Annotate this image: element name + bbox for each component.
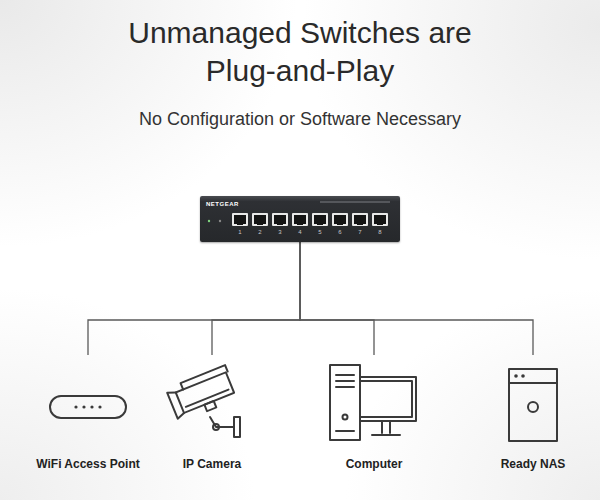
port-number: 5	[312, 229, 328, 236]
page-title: Unmanaged Switches are Plug-and-Play	[100, 14, 500, 90]
device-node: IP Camera	[138, 355, 286, 476]
computer-icon	[304, 355, 444, 447]
device-label: Ready NAS	[459, 457, 600, 472]
network-cable	[212, 242, 300, 355]
port-number: 3	[272, 229, 288, 236]
network-cable	[300, 242, 374, 355]
ap-icon	[18, 355, 158, 447]
network-switch: NETGEAR	[200, 196, 400, 242]
port-number: 6	[332, 229, 348, 236]
device-node: WiFi Access Point	[14, 355, 162, 476]
camera-icon	[142, 355, 282, 447]
device-label: Computer	[300, 457, 448, 472]
port-number: 8	[372, 229, 388, 236]
port-number: 7	[352, 229, 368, 236]
brand-name: NETGEAR	[206, 201, 239, 208]
port-number: 2	[252, 229, 268, 236]
subtitle-text: No Configuration or Software Necessary	[40, 108, 560, 130]
device-node: Computer	[300, 355, 448, 476]
device-label: IP Camera	[138, 457, 286, 472]
device-node: Ready NAS	[459, 355, 600, 476]
nas-icon	[463, 355, 600, 447]
network-cable	[88, 242, 300, 355]
device-label: WiFi Access Point	[14, 457, 162, 472]
network-cable	[300, 242, 533, 355]
port-number: 1	[232, 229, 248, 236]
port-number: 4	[292, 229, 308, 236]
